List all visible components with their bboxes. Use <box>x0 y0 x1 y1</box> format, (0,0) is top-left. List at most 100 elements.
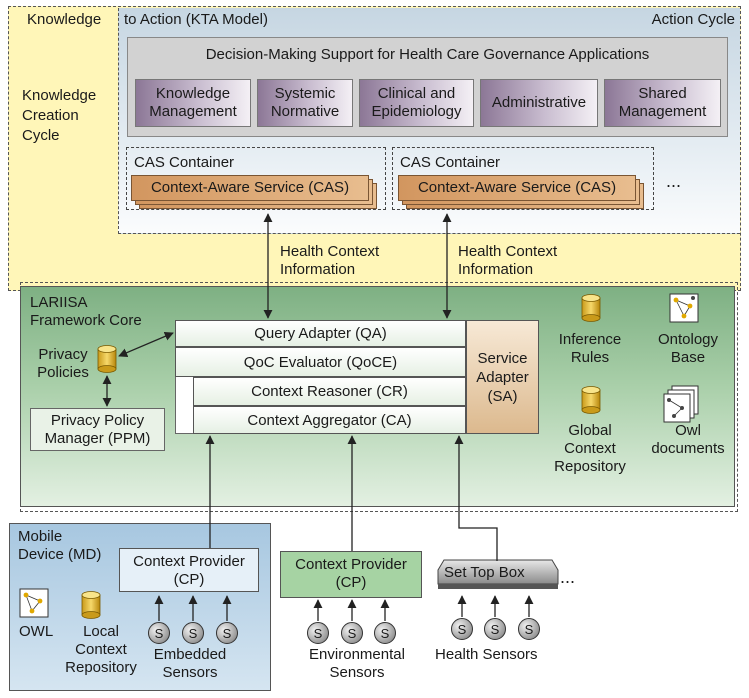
ppm-line: Privacy Policy <box>50 412 145 429</box>
ir-line: Inference <box>558 331 622 348</box>
dms-title: Decision-Making Support for Health Care … <box>205 46 650 63</box>
cas-service-1: Context-Aware Service (CAS) <box>131 175 369 201</box>
query-adapter: Query Adapter (QA) <box>175 320 466 347</box>
kta-label-right: to Action (KTA Model) <box>124 11 268 28</box>
pp-line: Privacy <box>38 346 88 363</box>
privacy-policies-label: Privacy Policies <box>28 346 98 382</box>
local-context-repository-label: Local Context Repository <box>60 623 142 677</box>
hci-line: Health Context <box>280 243 380 260</box>
module-line: Epidemiology <box>371 103 462 120</box>
core-dashed-outline <box>20 282 738 512</box>
md-cp-line: (CP) <box>173 571 205 588</box>
ob-line: Ontology <box>657 331 719 348</box>
gcr-line: Global <box>568 422 612 439</box>
es-line: Sensors <box>162 664 218 681</box>
cas-ellipsis: ... <box>666 171 682 191</box>
es-line: Embedded <box>153 646 227 663</box>
local-repository-db-icon <box>81 591 101 619</box>
inference-rules-db-icon <box>581 294 601 322</box>
lcr-line: Local <box>83 623 119 640</box>
module-line: Management <box>149 103 237 120</box>
inference-rules-label: Inference Rules <box>547 331 633 367</box>
cas-container-2 <box>392 147 654 210</box>
privacy-policy-manager: Privacy Policy Manager (PPM) <box>30 408 165 451</box>
core-title: LARIISA Framework Core <box>30 294 142 330</box>
module-line: Systemic <box>274 85 336 102</box>
environmental-sensors-label: Environmental Sensors <box>292 646 422 682</box>
sensor-icon: S <box>518 618 540 640</box>
cas-container-1 <box>126 147 386 210</box>
mobile-device-title: Mobile Device (MD) <box>18 528 101 564</box>
module-line: Shared <box>638 85 687 102</box>
privacy-policies-db-icon <box>97 345 117 373</box>
lcr-line: Repository <box>65 659 137 676</box>
core-title-line: LARIISA <box>30 294 88 311</box>
cas-service-2: Context-Aware Service (CAS) <box>398 175 636 201</box>
md-cp-line: Context Provider <box>133 553 245 570</box>
owl-documents-label: Owl documents <box>640 422 736 458</box>
cas-container-1-label: CAS Container <box>134 154 235 171</box>
sensor-icon: S <box>307 622 329 644</box>
od-line: documents <box>651 440 725 457</box>
module-line: Management <box>618 103 707 120</box>
health-context-label-1: Health Context Information <box>280 243 379 279</box>
core-title-line: Framework Core <box>30 312 142 329</box>
md-context-provider: Context Provider (CP) <box>119 548 259 592</box>
hci-line: Information <box>280 261 356 278</box>
gcr-line: Context <box>564 440 616 457</box>
lcr-line: Context <box>75 641 127 658</box>
qoc-evaluator: QoC Evaluator (QoCE) <box>175 347 466 377</box>
od-line: Owl <box>675 422 701 439</box>
sensor-icon: S <box>182 622 204 644</box>
sensor-icon: S <box>148 622 170 644</box>
kcc-line-1: Knowledge <box>22 87 97 104</box>
sensor-icon: S <box>341 622 363 644</box>
set-top-box-label: Set Top Box <box>444 564 525 581</box>
cas-container-2-label: CAS Container <box>400 154 501 171</box>
health-ellipsis: ... <box>560 567 576 587</box>
module-administrative: Administrative <box>480 79 598 127</box>
arrow-privacy-qa <box>118 332 174 357</box>
ob-line: Base <box>670 349 706 366</box>
gcr-line: Repository <box>554 458 626 475</box>
module-line: Knowledge <box>155 85 231 102</box>
sensor-arrows <box>154 595 534 621</box>
sensor-icon: S <box>484 618 506 640</box>
kcc-line-3: Cycle <box>22 127 60 144</box>
sensor-icon: S <box>451 618 473 640</box>
sensor-icon: S <box>216 622 238 644</box>
md-owl-label: OWL <box>19 623 54 640</box>
embedded-sensors-label: Embedded Sensors <box>140 646 240 682</box>
sa-line: Service <box>477 350 528 367</box>
sa-line: Adapter <box>476 369 529 386</box>
health-sensors-label: Health Sensors <box>435 646 538 663</box>
owl-documents-icon <box>663 385 699 423</box>
set-top-box-icon <box>437 559 559 589</box>
global-repository-db-icon <box>581 386 601 414</box>
pp-line: Policies <box>37 364 89 381</box>
hci-line: Health Context <box>458 243 558 260</box>
envs-line: Environmental <box>309 646 405 663</box>
md-title-line: Mobile <box>18 528 63 545</box>
global-context-repository-label: Global Context Repository <box>541 422 639 476</box>
env-cp-line: Context Provider <box>295 556 407 573</box>
module-line: Administrative <box>491 94 587 111</box>
module-line: Clinical and <box>377 85 456 102</box>
envs-line: Sensors <box>329 664 385 681</box>
context-aggregator: Context Aggregator (CA) <box>193 406 466 434</box>
context-reasoner: Context Reasoner (CR) <box>193 377 466 406</box>
kta-label-left: Knowledge <box>27 11 102 28</box>
action-cycle-label: Action Cycle <box>651 11 735 28</box>
knowledge-creation-cycle-label: Knowledge Creation Cycle <box>22 86 96 146</box>
environment-context-provider: Context Provider (CP) <box>280 551 422 598</box>
module-line: Normative <box>270 103 340 120</box>
md-title-line: Device (MD) <box>18 546 102 563</box>
ir-line: Rules <box>570 349 610 366</box>
kcc-line-2: Creation <box>22 107 79 124</box>
service-adapter: Service Adapter (SA) <box>466 320 539 434</box>
ontology-base-icon <box>669 293 699 323</box>
